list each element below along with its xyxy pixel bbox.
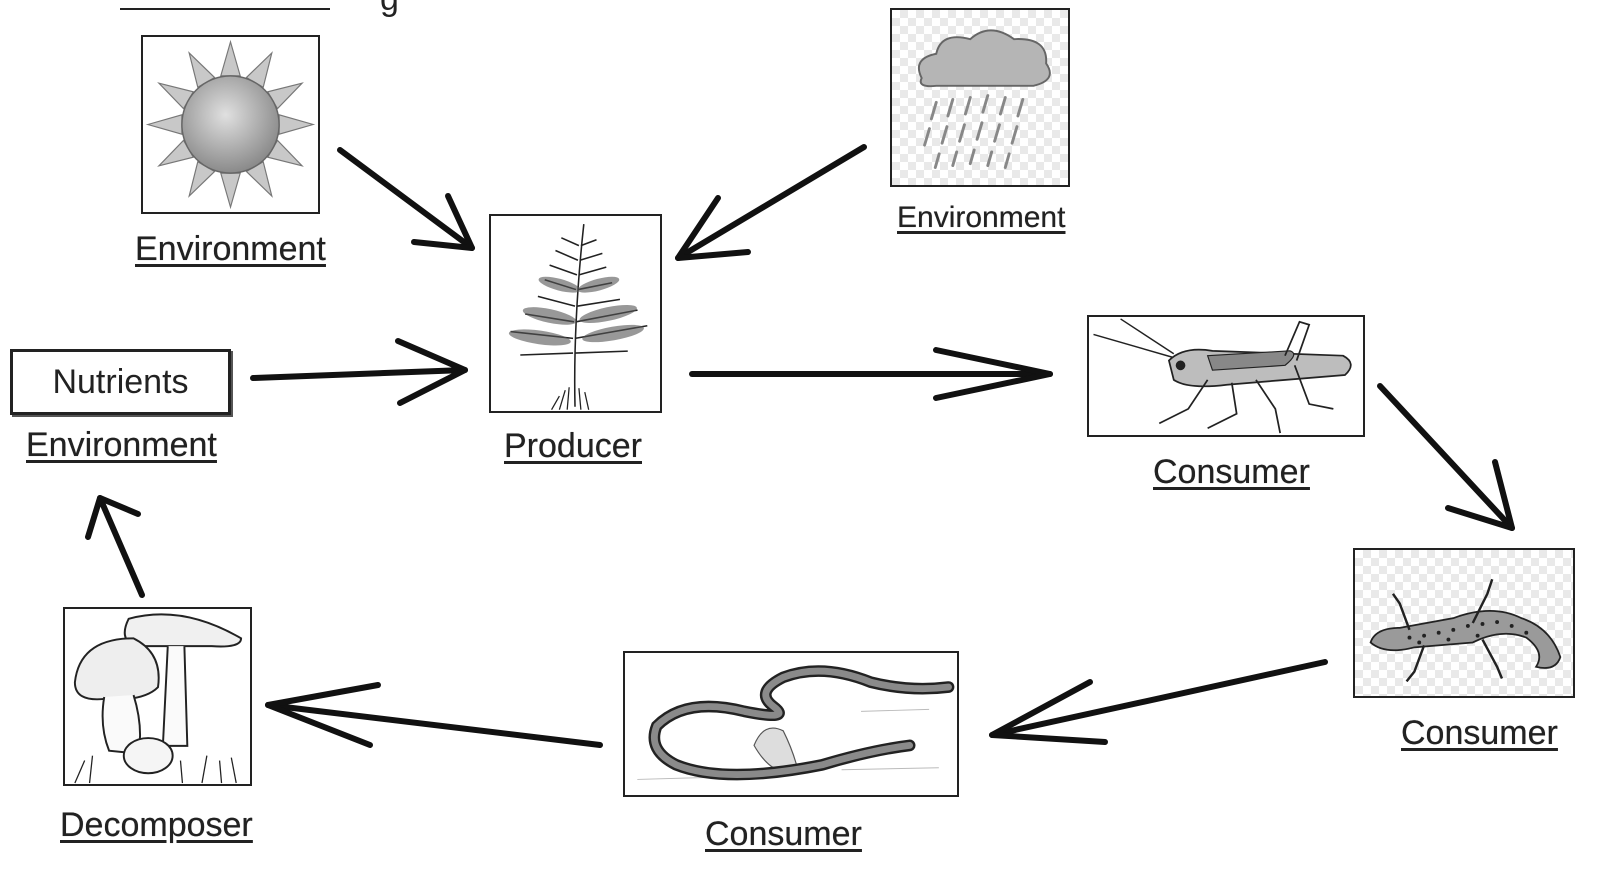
arrow-lizard-to-snake [989, 659, 1328, 745]
mushroom-icon [73, 613, 243, 784]
arrow-grasshopper-to-lizard [1377, 383, 1515, 531]
arrow-producer-to-grasshopper [689, 347, 1053, 401]
lizard-consumer-label: Consumer [1401, 714, 1558, 752]
sun-icon [145, 39, 316, 210]
rain-image-frame [890, 8, 1070, 187]
lizard-image-frame [1353, 548, 1575, 698]
snake-consumer-label: Consumer [705, 815, 862, 853]
arrow-decomposer-to-nutrients [85, 495, 145, 598]
rain-environment-label: Environment [897, 201, 1066, 234]
sun-image-frame [141, 35, 320, 214]
arrow-rain-to-producer [675, 144, 867, 261]
snake-image-frame [623, 651, 959, 797]
rain-cloud-icon [917, 29, 1051, 169]
arrow-nutrients-to-producer [250, 338, 468, 406]
snake-icon [637, 665, 955, 781]
lizard-icon [1369, 578, 1562, 683]
producer-image-frame [489, 214, 662, 413]
grasshopper-image-frame [1087, 315, 1365, 437]
decomposer-image-frame [63, 607, 252, 786]
fern-icon [508, 224, 648, 411]
sun-environment-label: Environment [135, 230, 326, 268]
arrow-sun-to-producer [337, 147, 475, 251]
arrow-snake-to-decomposer [265, 682, 603, 748]
nutrients-box: Nutrients [10, 349, 231, 415]
decomposer-label: Decomposer [60, 806, 253, 844]
grasshopper-icon [1093, 318, 1352, 434]
nutrients-environment-label: Environment [26, 426, 217, 464]
cropped-header-text: g [120, 0, 399, 19]
producer-label: Producer [504, 427, 642, 465]
grasshopper-consumer-label: Consumer [1153, 453, 1310, 491]
